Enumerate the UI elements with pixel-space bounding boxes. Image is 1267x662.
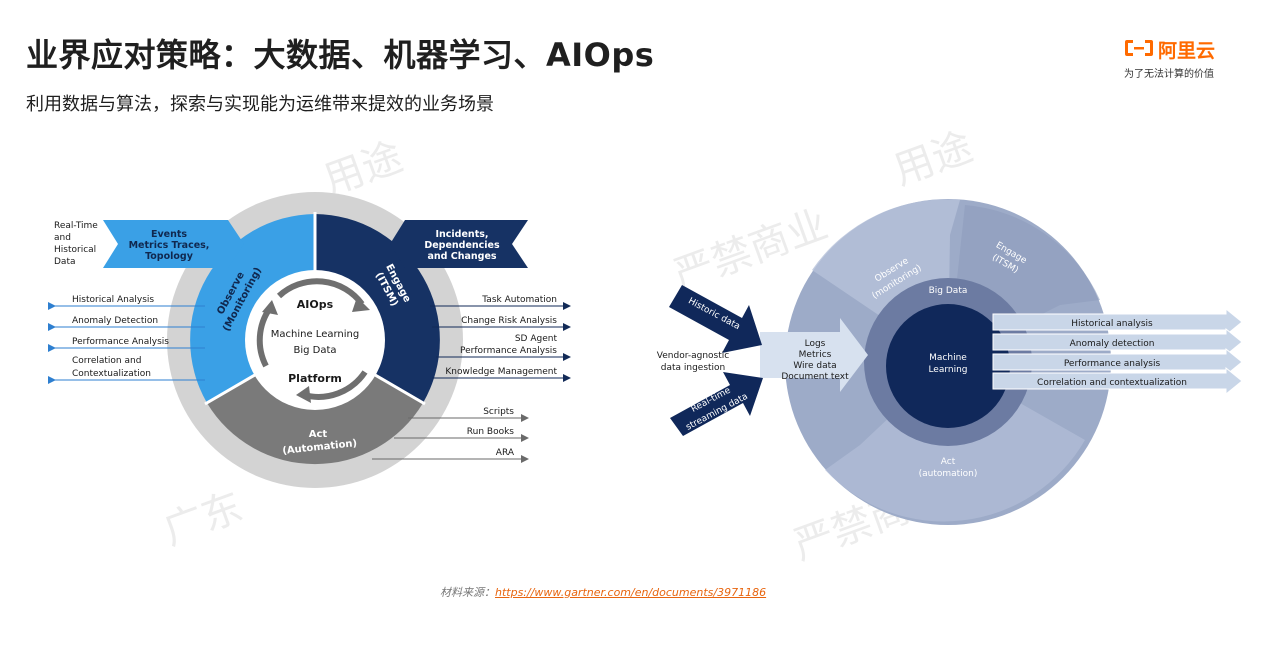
ml-sublabel: Learning [928, 365, 967, 375]
incidents-banner-line: Dependencies [424, 240, 500, 251]
source-citation: 材料来源：https://www.gartner.com/en/document… [440, 584, 766, 600]
output-sd-agent: SD Agent [515, 334, 558, 344]
output-scripts: Scripts [483, 407, 514, 417]
input-label-line: Data [54, 257, 76, 267]
output-anomaly-detection: Anomaly detection [1070, 339, 1155, 349]
output-bar: Performance analysis [992, 347, 1243, 377]
input-label-line: and [54, 233, 71, 243]
output-anomaly-detection: Anomaly Detection [72, 316, 158, 326]
logo-slogan: 为了无法计算的价值 [1124, 69, 1214, 80]
events-banner [103, 220, 244, 268]
events-banner-line: Metrics Traces, [129, 240, 210, 251]
center-ml-label: Machine Learning [271, 329, 359, 340]
events-banner-line: Events [151, 229, 187, 240]
page-title: 业界应对策略：大数据、机器学习、AIOps [26, 36, 655, 74]
data-type-document: Document text [781, 372, 849, 382]
vendor-label: Vendor-agnostic [657, 351, 729, 361]
output-contextualization: Contextualization [72, 369, 151, 379]
output-task-automation: Task Automation [481, 295, 557, 305]
input-label-line: Historical [54, 245, 96, 255]
output-bar: Correlation and contextualization [992, 366, 1243, 396]
big-data-label: Big Data [929, 286, 968, 296]
act-label: Act [941, 457, 956, 467]
aliyun-logo: 阿里云 为了无法计算的价值 [1122, 36, 1232, 80]
center-platform-label: Platform [288, 372, 342, 385]
streaming-data-arrow [670, 372, 763, 436]
source-link[interactable]: https://www.gartner.com/en/documents/397… [495, 586, 767, 599]
output-knowledge-management: Knowledge Management [445, 367, 557, 377]
machine-learning-core [886, 304, 1010, 428]
data-type-wire: Wire data [793, 361, 836, 371]
page-subtitle: 利用数据与算法，探索与实现能为运维带来提效的业务场景 [26, 94, 494, 115]
left-aiops-diagram: AIOps Machine Learning Big Data Platform… [48, 192, 571, 488]
events-banner-line: Topology [145, 251, 194, 262]
ingestion-arrow [760, 318, 868, 392]
output-performance-analysis: Performance analysis [1064, 359, 1161, 369]
output-performance-analysis-right: Performance Analysis [460, 346, 557, 356]
vendor-sublabel: data ingestion [661, 363, 726, 373]
source-label: 材料来源： [440, 586, 495, 599]
data-type-metrics: Metrics [799, 350, 832, 360]
output-historical-analysis: Historical analysis [1071, 319, 1153, 329]
output-run-books: Run Books [467, 427, 515, 437]
output-bar: Anomaly detection [992, 327, 1243, 357]
aliyun-logo-icon [1125, 40, 1153, 56]
output-change-risk: Change Risk Analysis [461, 316, 557, 326]
aiops-platform-core [245, 270, 385, 410]
logo-name: 阿里云 [1158, 40, 1216, 62]
watermark-text: 用途 [888, 124, 979, 195]
center-bigdata-label: Big Data [293, 345, 336, 356]
output-historical-analysis: Historical Analysis [72, 295, 154, 305]
act-label: Act [309, 429, 328, 440]
incidents-banner-line: and Changes [427, 251, 496, 262]
output-performance-analysis: Performance Analysis [72, 337, 169, 347]
incidents-banner-line: Incidents, [436, 229, 489, 240]
input-label-line: Real-Time [54, 221, 98, 231]
watermark-text: 广东 [158, 484, 249, 555]
output-bar: Historical analysis [992, 307, 1243, 337]
incidents-banner [390, 220, 528, 268]
right-aiops-diagram: Observe (monitoring) Engage (ITSM) Act (… [657, 199, 1243, 525]
ml-label: Machine [929, 353, 967, 363]
act-sublabel: (automation) [919, 469, 978, 479]
output-ara: ARA [496, 448, 515, 458]
center-aiops-title: AIOps [297, 298, 334, 311]
output-correlation: Correlation and [72, 356, 141, 366]
historic-data-arrow [669, 285, 762, 353]
output-correlation: Correlation and contextualization [1037, 378, 1187, 388]
data-type-logs: Logs [805, 339, 826, 349]
